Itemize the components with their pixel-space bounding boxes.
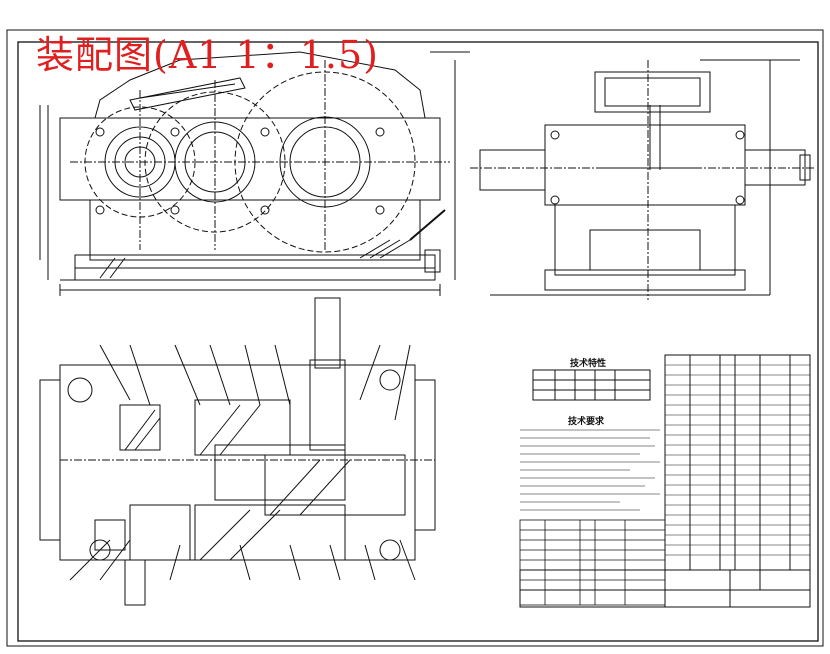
inner-border [17, 41, 819, 642]
tech-requirements-heading: 技术要求 [568, 415, 605, 427]
tech-requirements-lines [520, 429, 660, 511]
section-view [39, 297, 436, 606]
front-view [39, 51, 470, 296]
meshing-params-table [532, 369, 651, 401]
outer-border [6, 29, 824, 647]
meshing-params-heading: 技术特性 [570, 357, 606, 369]
drawing-title: 装配图(A1 1：1.5) [36, 33, 379, 77]
side-view [470, 59, 815, 300]
lower-parts-list [519, 519, 666, 606]
title-block [519, 569, 811, 608]
parts-list [664, 354, 811, 571]
parts-list-rows [665, 364, 810, 556]
